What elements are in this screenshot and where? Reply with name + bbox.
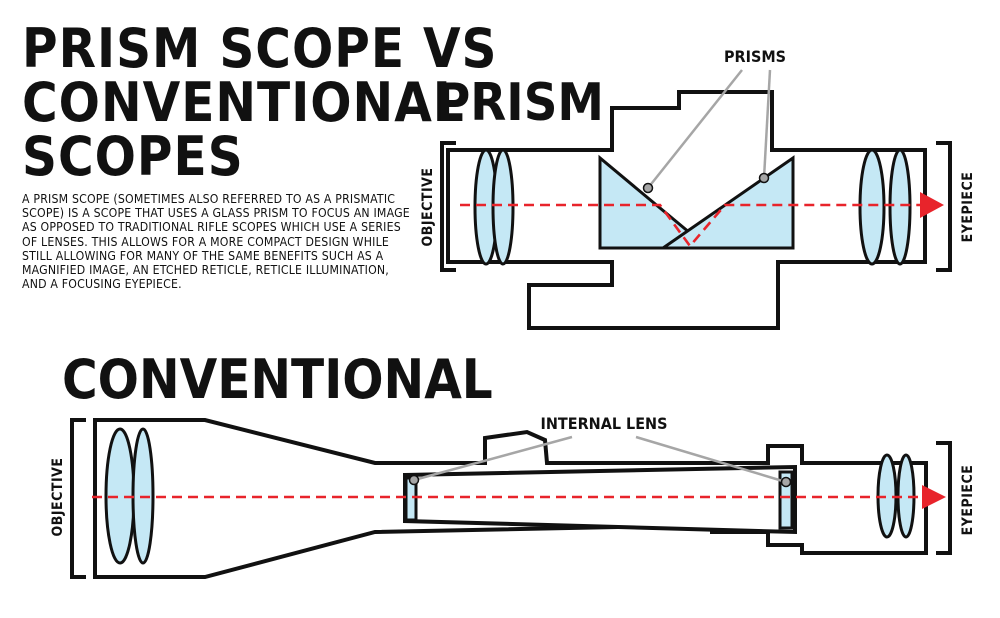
prism-eyepiece-label: EYEPIECE xyxy=(960,172,976,243)
prisms-callout-label: PRISMS xyxy=(724,47,786,66)
prism-glass-left xyxy=(598,154,713,250)
prism-light-path xyxy=(460,203,920,249)
prism-heading: PRISM xyxy=(436,73,604,133)
internal-lens-leader-dot-left xyxy=(408,474,420,486)
internal-lens-leader-dot-right xyxy=(780,476,792,488)
prism-objective-bracket xyxy=(440,141,456,272)
prisms-leader-line-left xyxy=(647,69,743,189)
title-line-1: PRISM SCOPE VS xyxy=(22,17,498,80)
conventional-eyepiece-bracket xyxy=(936,441,952,555)
conventional-objective-bracket xyxy=(70,418,86,579)
title-line-3: SCOPES xyxy=(22,125,244,188)
prism-objective-label: OBJECTIVE xyxy=(420,168,436,247)
internal-lens-leader-line-left xyxy=(413,435,573,482)
prism-scope-body xyxy=(446,90,927,330)
conventional-objective-label: OBJECTIVE xyxy=(50,458,66,537)
prisms-leader-dot-left xyxy=(642,182,654,194)
prism-eyepiece-lens-1 xyxy=(858,148,886,266)
prism-beam-arrowhead xyxy=(920,192,944,218)
conventional-beam-arrowhead xyxy=(922,485,946,509)
conventional-eyepiece-label: EYEPIECE xyxy=(960,465,976,536)
prisms-leader-line-right xyxy=(762,69,772,179)
prism-eyepiece-bracket xyxy=(936,141,952,272)
prism-eyepiece-lens-2 xyxy=(888,148,912,266)
conventional-erector-tube xyxy=(403,464,797,535)
description-text: A prism scope (sometimes also referred t… xyxy=(22,192,410,292)
internal-lens-leader-line-right xyxy=(635,435,787,484)
page-title: PRISM SCOPE VS CONVENTIONAL SCOPES xyxy=(22,22,498,184)
conventional-heading: CONVENTIONAL xyxy=(62,348,493,411)
prism-scope-group: PRISM PRISMS OBJECTIVE EYEPIECE xyxy=(420,47,976,330)
internal-lens-callout-label: INTERNAL LENS xyxy=(541,414,668,433)
prisms-leader-dot-right xyxy=(758,172,770,184)
conventional-scope-group: CONVENTIONAL INTERNAL LENS OBJECTIVE EYE… xyxy=(50,348,976,579)
title-line-2: CONVENTIONAL xyxy=(22,71,465,134)
prism-objective-lens-2 xyxy=(491,148,515,266)
